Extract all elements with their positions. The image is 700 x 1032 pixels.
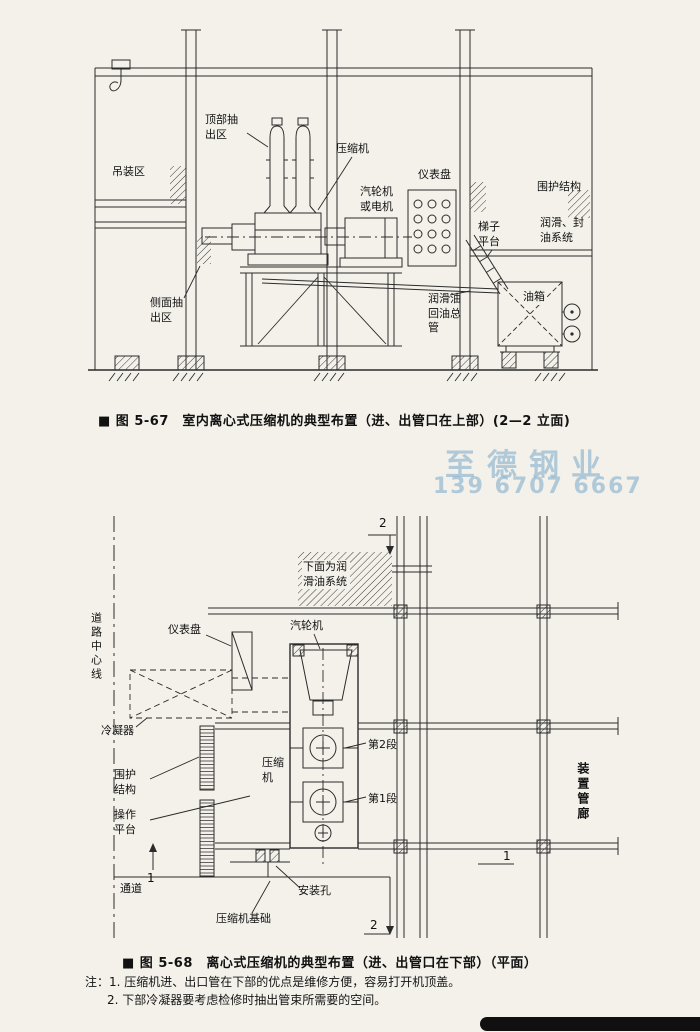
figure-5-67-caption: ■ 图 5-67 室内离心式压缩机的典型布置（进、出管口在上部）(2—2 立面) — [98, 414, 571, 429]
fig1-leader-lines — [183, 132, 493, 299]
crane-hook-icon — [109, 59, 131, 92]
label-road-centerline: 道路中心线 — [89, 612, 103, 682]
label-instrument-panel-plan: 仪表盘 — [168, 623, 201, 636]
note-line-1: 注：1. 压缩机进、出口管在下部的优点是维修方便，容易打开机顶盖。 — [85, 975, 461, 989]
label-install-hole: 安装孔 — [298, 884, 331, 897]
fig2-section-marks — [149, 534, 514, 935]
label-passage: 通道 — [120, 882, 142, 895]
note-line-2: 2. 下部冷凝器要考虑检修时抽出管束所需要的空间。 — [107, 993, 387, 1007]
label-compressor-foundation: 压缩机基础 — [216, 912, 271, 925]
label-compressor-plan: 压缩机 — [262, 756, 284, 784]
watermark-phone: 139 6707 6667 — [433, 474, 643, 499]
label-compressor-elev: 压缩机 — [336, 142, 369, 155]
label-pipe-gallery: 装置管廊 — [575, 762, 590, 822]
label-condenser: 冷凝器 — [101, 724, 134, 737]
label-side-extraction: 侧面抽出区 — [150, 296, 183, 324]
label-stage-1: 第1段 — [368, 792, 397, 805]
fig2-compressor-plan — [231, 631, 359, 864]
label-oil-return-main: 润滑油回油总管 — [428, 292, 461, 335]
section-mark-2-bottom: 2 — [370, 918, 378, 932]
label-stage-2: 第2段 — [368, 738, 397, 751]
label-hoisting-area: 吊装区 — [112, 165, 145, 178]
label-ladder-platform: 梯子平台 — [478, 220, 500, 248]
fig2-leader-lines — [135, 633, 367, 914]
label-lube-system-below: 下面为润滑油系统 — [302, 560, 350, 590]
fig1-ladder-platform — [465, 234, 509, 295]
fig2-grid — [113, 516, 619, 938]
label-steam-turbine: 汽轮机 — [290, 619, 323, 632]
label-instrument-panel-elev: 仪表盘 — [418, 168, 451, 181]
section-mark-2-top: 2 — [379, 516, 387, 530]
fig1-oil-tank — [497, 281, 581, 353]
label-top-extraction: 顶部抽出区 — [205, 113, 238, 141]
label-operating-platform: 操作平台 — [114, 808, 136, 836]
fig1-structure — [88, 29, 598, 382]
bottom-black-bar — [480, 1017, 700, 1031]
figure-5-68-caption: ■ 图 5-68 离心式压缩机的典型布置（进、出管口在下部）（平面） — [122, 956, 538, 971]
section-mark-1-left: 1 — [147, 871, 155, 885]
fig2-foundation — [114, 849, 391, 928]
label-enclosure-elev: 围护结构 — [537, 180, 581, 193]
watermark-company: 至德钢业 — [445, 448, 613, 483]
label-enclosure-plan: 围护结构 — [114, 768, 136, 796]
section-mark-1-right: 1 — [503, 849, 511, 863]
fig1-compressor-train — [201, 117, 499, 347]
fig2-enclosure-walls — [199, 725, 215, 877]
label-oil-tank: 油箱 — [522, 290, 546, 305]
label-lube-seal-oil: 润滑、封油系统 — [540, 216, 584, 244]
fig2-condenser — [129, 669, 290, 719]
label-turbine-motor: 汽轮机或电机 — [360, 185, 393, 213]
fig1-instrument-panel — [407, 189, 457, 267]
